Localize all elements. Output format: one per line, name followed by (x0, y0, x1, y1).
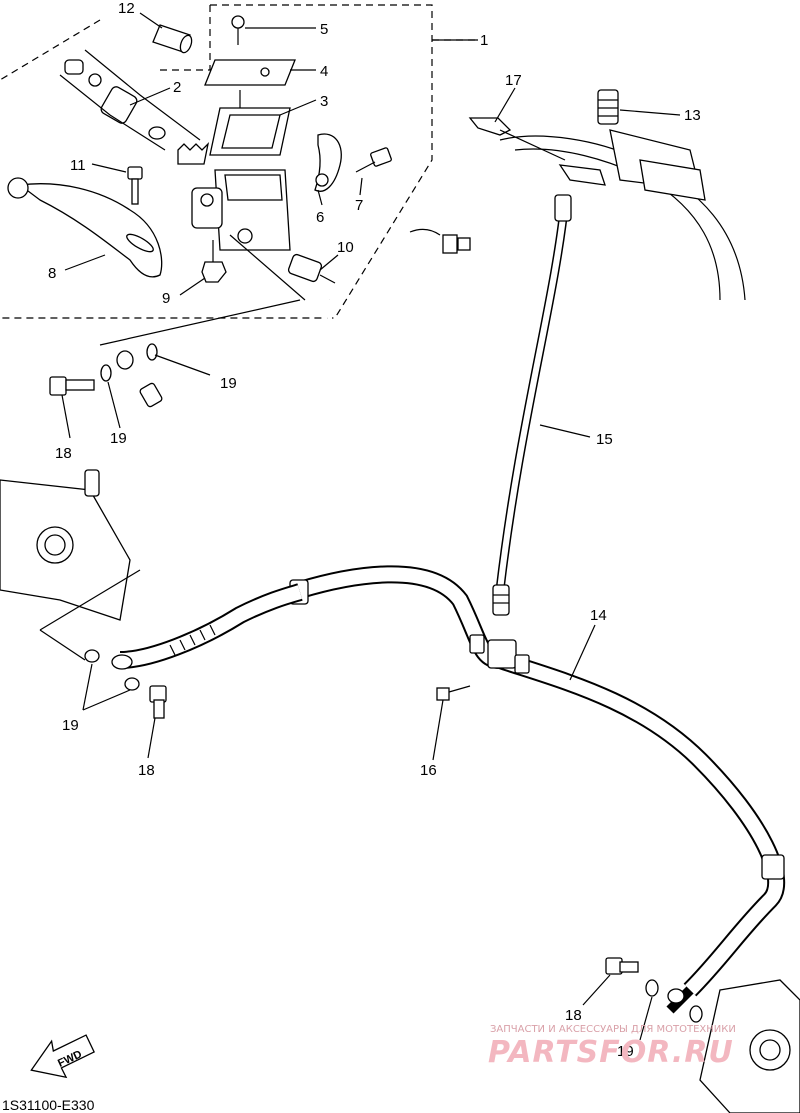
callout-labels: 12 5 1 4 2 17 3 13 11 7 6 10 8 9 19 15 1… (48, 0, 701, 1060)
callout-15: 15 (596, 431, 613, 448)
callout-16: 16 (420, 762, 437, 779)
callout-13: 13 (684, 107, 701, 124)
brake-hose-14 (289, 565, 786, 997)
callout-11: 11 (70, 157, 86, 174)
diagram-code: 1S31100-E330 (2, 1097, 95, 1113)
watermark-tagline: ЗАПЧАСТИ И АКСЕССУАРЫ ДЛЯ МОТОТЕХНИКИ (490, 1024, 736, 1035)
callout-18-upper: 18 (55, 445, 72, 462)
callout-9: 9 (162, 290, 170, 307)
forward-direction-arrow: FWD (30, 1034, 95, 1079)
master-cylinder-assembly (7, 15, 471, 301)
callout-14: 14 (590, 607, 607, 624)
leader-lines (61, 12, 681, 1041)
watermark: ЗАПЧАСТИ И АКСЕССУАРЫ ДЛЯ МОТОТЕХНИКИ PA… (488, 1024, 736, 1070)
callout-6: 6 (316, 209, 324, 226)
callout-19-upper-right: 19 (220, 375, 237, 392)
left-brake-caliper (0, 469, 141, 661)
left-caliper-hose (111, 583, 303, 670)
upper-banjo-fittings (49, 299, 301, 396)
lower-right-banjo-fittings (605, 957, 703, 1023)
callout-18-lower-right: 18 (565, 1007, 582, 1024)
callout-19-lower-left: 19 (62, 717, 79, 734)
callout-4: 4 (320, 63, 328, 80)
callout-12: 12 (118, 0, 135, 17)
callout-19-lower-right: 19 (617, 1043, 634, 1060)
lower-left-banjo-fittings (84, 649, 167, 719)
callout-19-upper-left: 19 (110, 430, 127, 447)
callout-1: 1 (480, 32, 488, 49)
upper-right-bracket-assembly (468, 117, 746, 301)
callout-18-lower-left: 18 (138, 762, 155, 779)
callout-2: 2 (173, 79, 181, 96)
callout-8: 8 (48, 265, 56, 282)
brake-hose-1 (139, 17, 627, 443)
callout-10: 10 (337, 239, 354, 256)
callout-17: 17 (505, 72, 522, 89)
watermark-brand: PARTSFOR.RU (488, 1035, 734, 1070)
right-brake-caliper (666, 979, 800, 1113)
brake-hose-15 (492, 194, 572, 616)
callout-5: 5 (320, 21, 328, 38)
callout-7: 7 (355, 197, 363, 214)
callout-3: 3 (320, 93, 328, 110)
